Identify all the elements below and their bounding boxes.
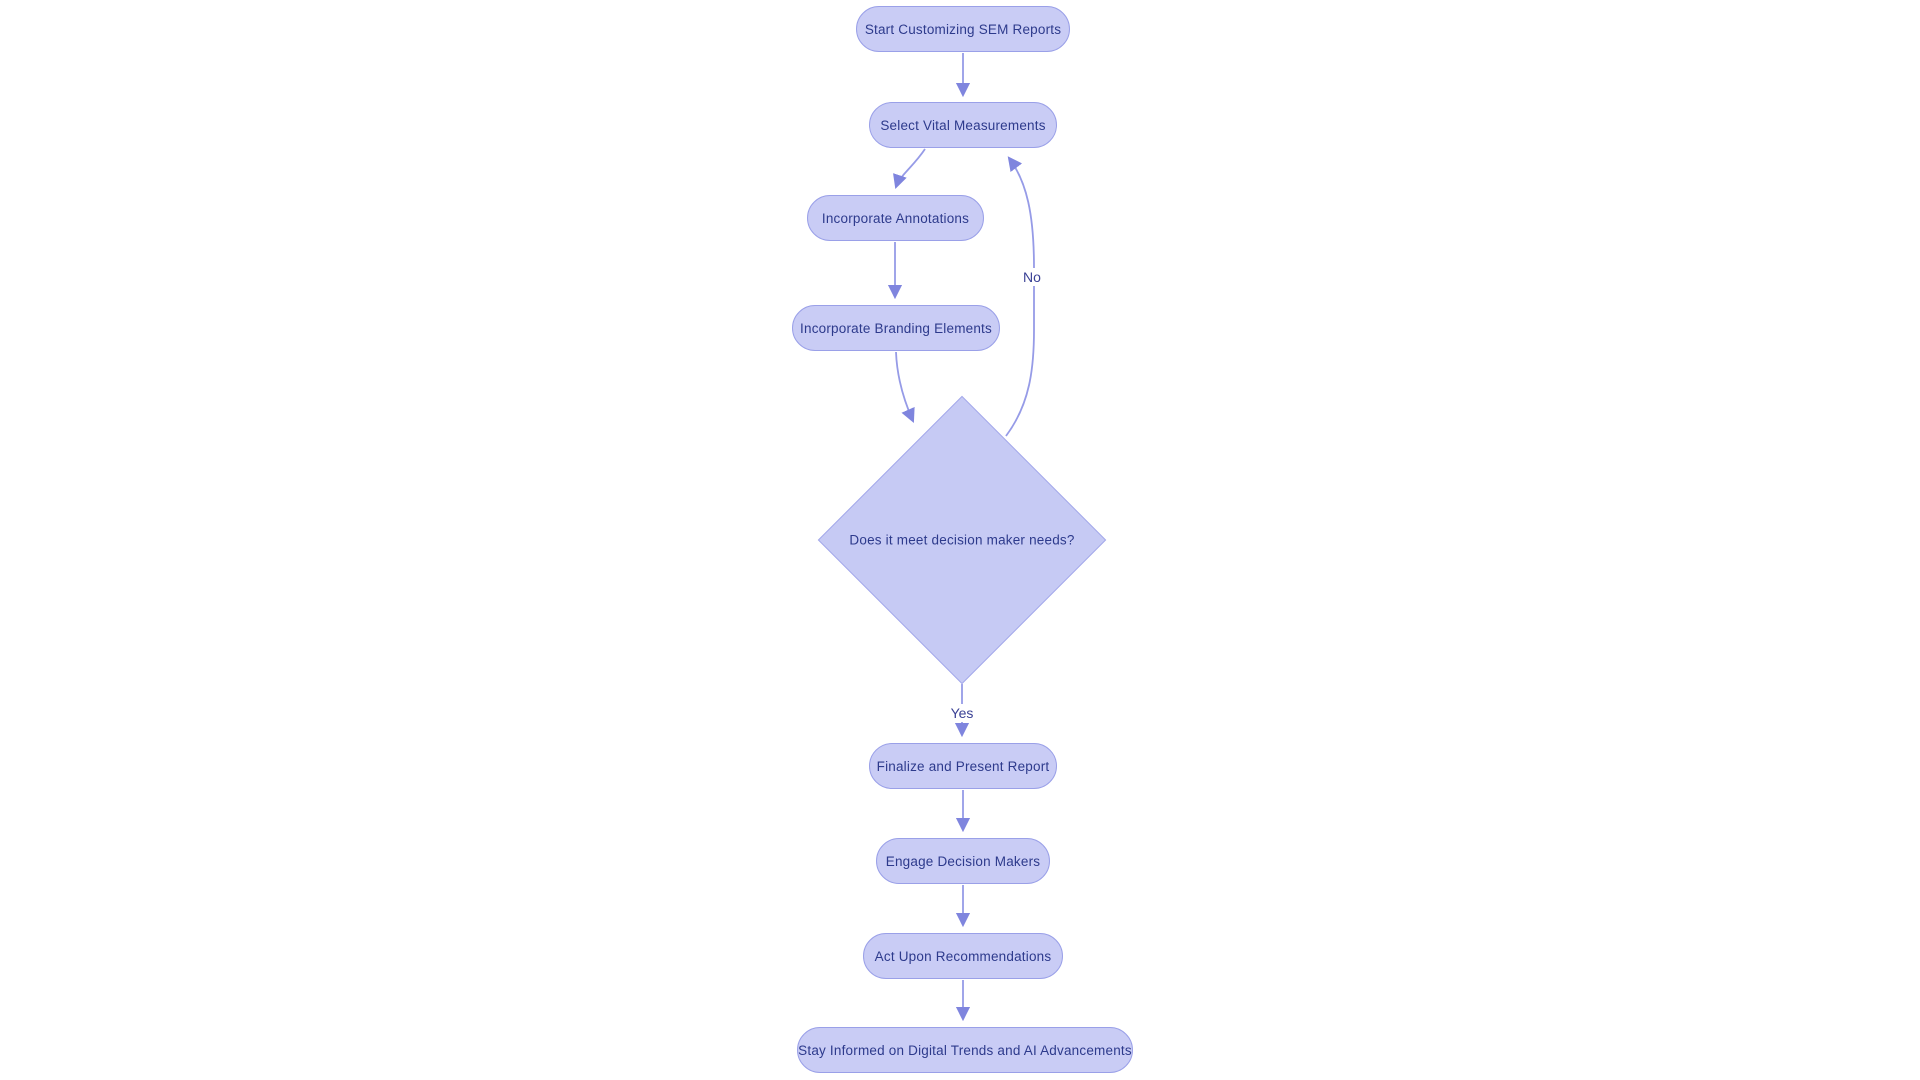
- node-label: Incorporate Annotations: [821, 210, 970, 226]
- node-select-vital-measurements: Select Vital Measurements: [869, 102, 1057, 148]
- node-label: Finalize and Present Report: [876, 758, 1050, 774]
- node-act-upon-recommendations: Act Upon Recommendations: [863, 933, 1063, 979]
- node-decision-diamond: Does it meet decision maker needs?: [817, 395, 1107, 685]
- node-incorporate-branding-elements: Incorporate Branding Elements: [792, 305, 1000, 351]
- edge-select-to-annotations: [893, 148, 926, 190]
- node-label: Stay Informed on Digital Trends and AI A…: [798, 1042, 1132, 1058]
- edge-decision-to-select-no: [1005, 156, 1035, 437]
- node-label: Does it meet decision maker needs?: [849, 532, 1075, 548]
- node-label: Start Customizing SEM Reports: [864, 21, 1062, 37]
- node-engage-decision-makers: Engage Decision Makers: [876, 838, 1050, 884]
- node-label: Engage Decision Makers: [885, 853, 1041, 869]
- edge-label-yes: Yes: [947, 704, 977, 722]
- node-start-customizing-sem-reports: Start Customizing SEM Reports: [856, 6, 1070, 52]
- edge-label-no: No: [1020, 268, 1044, 286]
- node-incorporate-annotations: Incorporate Annotations: [807, 195, 984, 241]
- node-finalize-and-present-report: Finalize and Present Report: [869, 743, 1057, 789]
- node-label: Select Vital Measurements: [880, 117, 1046, 133]
- node-label: Act Upon Recommendations: [874, 948, 1052, 964]
- node-stay-informed: Stay Informed on Digital Trends and AI A…: [797, 1027, 1133, 1073]
- node-label: Incorporate Branding Elements: [800, 320, 992, 336]
